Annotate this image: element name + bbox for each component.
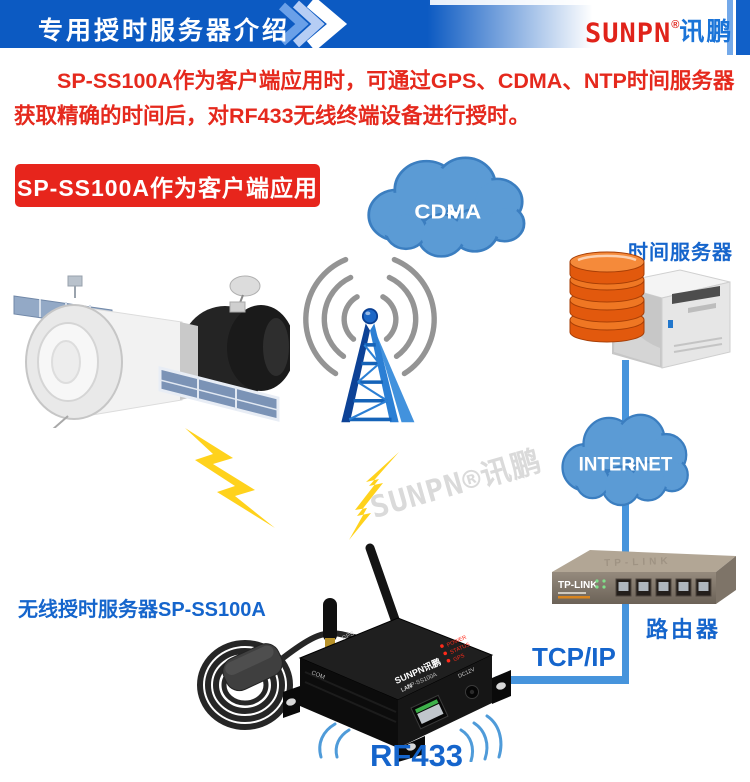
cdma-cloud: CDMA (367, 156, 526, 258)
brand-logo-en: SUNPN (585, 18, 672, 49)
router-label: 路由器 (646, 617, 722, 642)
stub-antenna (323, 598, 337, 642)
router-illustration: TP-LINK TP-LINK (552, 550, 736, 604)
tcpip-label: TCP/IP (532, 642, 616, 672)
chevron-icon (292, 0, 325, 48)
router-top-emboss: TP-LINK (604, 556, 672, 569)
svg-text:GPS: GPS (453, 653, 466, 663)
whip-antenna (365, 543, 403, 633)
database-cylinders-icon (569, 251, 645, 343)
internet-cloud-label: INTERNET (579, 454, 673, 475)
lightning-bolt-left-icon (185, 428, 275, 528)
router-top-face (552, 550, 736, 572)
header-background (0, 0, 750, 55)
registered-mark-icon: ® (671, 19, 680, 31)
satellite-right-solar-panel (158, 366, 280, 422)
radio-tower-illustration (303, 256, 437, 423)
cdma-cloud-label: CDMA (414, 200, 481, 223)
server-led (668, 320, 673, 328)
header-banner: 专用授时服务器介绍 SUNPN®讯鹏 (0, 0, 750, 55)
wireless-server-label: 无线授时服务器SP-SS100A (18, 599, 266, 621)
signal-waves-icon (303, 256, 437, 377)
chevron-icon (278, 2, 309, 46)
router-side-face (716, 556, 736, 604)
lan-port-label: LAN (400, 683, 413, 693)
router-ethernet-ports (615, 578, 712, 597)
header-bar-light (727, 0, 733, 55)
router-brand-label: TP-LINK (558, 580, 598, 591)
rf433-device-illustration: SUNPN讯鹏 SP-SS100A POWER STATUS GPS GPS C… (197, 543, 511, 762)
lightning-bolt-right-icon (349, 452, 399, 540)
scenario-badge: SP-SS100A作为客户端应用 (15, 164, 320, 207)
router-leds (595, 579, 606, 589)
router-orange-strip (558, 596, 590, 599)
satellite-illustration (13, 275, 290, 428)
ethernet-port (410, 694, 449, 730)
chevron-icon (306, 0, 348, 51)
internet-cloud: INTERNET (561, 413, 689, 507)
rf433-label: RF433 (370, 738, 464, 773)
satellite-dish-antenna (229, 275, 261, 297)
brand-logo-cn: 讯鹏 (679, 18, 734, 46)
time-server-label: 时间服务器 (628, 242, 733, 264)
satellite-sensor (67, 275, 83, 287)
page-title: 专用授时服务器介绍 (38, 17, 291, 45)
mounting-flanges (283, 670, 511, 762)
time-server-illustration (569, 251, 731, 369)
intro-paragraph: SP-SS100A作为客户端应用时，可通过GPS、CDMA、NTP时间服务器获取… (14, 69, 735, 128)
gps-puck-antenna (222, 643, 283, 692)
com-port-label: COM (310, 670, 325, 681)
rf-signal-arcs-icon (318, 714, 503, 762)
brand-logo: SUNPN®讯鹏 (585, 12, 733, 49)
connection-line-vertical (622, 360, 629, 684)
header-bar-dark (736, 0, 750, 55)
server-drive-bay (672, 286, 720, 304)
gps-port-label: GPS (341, 631, 355, 642)
connection-line-horizontal (494, 676, 627, 684)
tower-beacon (361, 308, 379, 325)
